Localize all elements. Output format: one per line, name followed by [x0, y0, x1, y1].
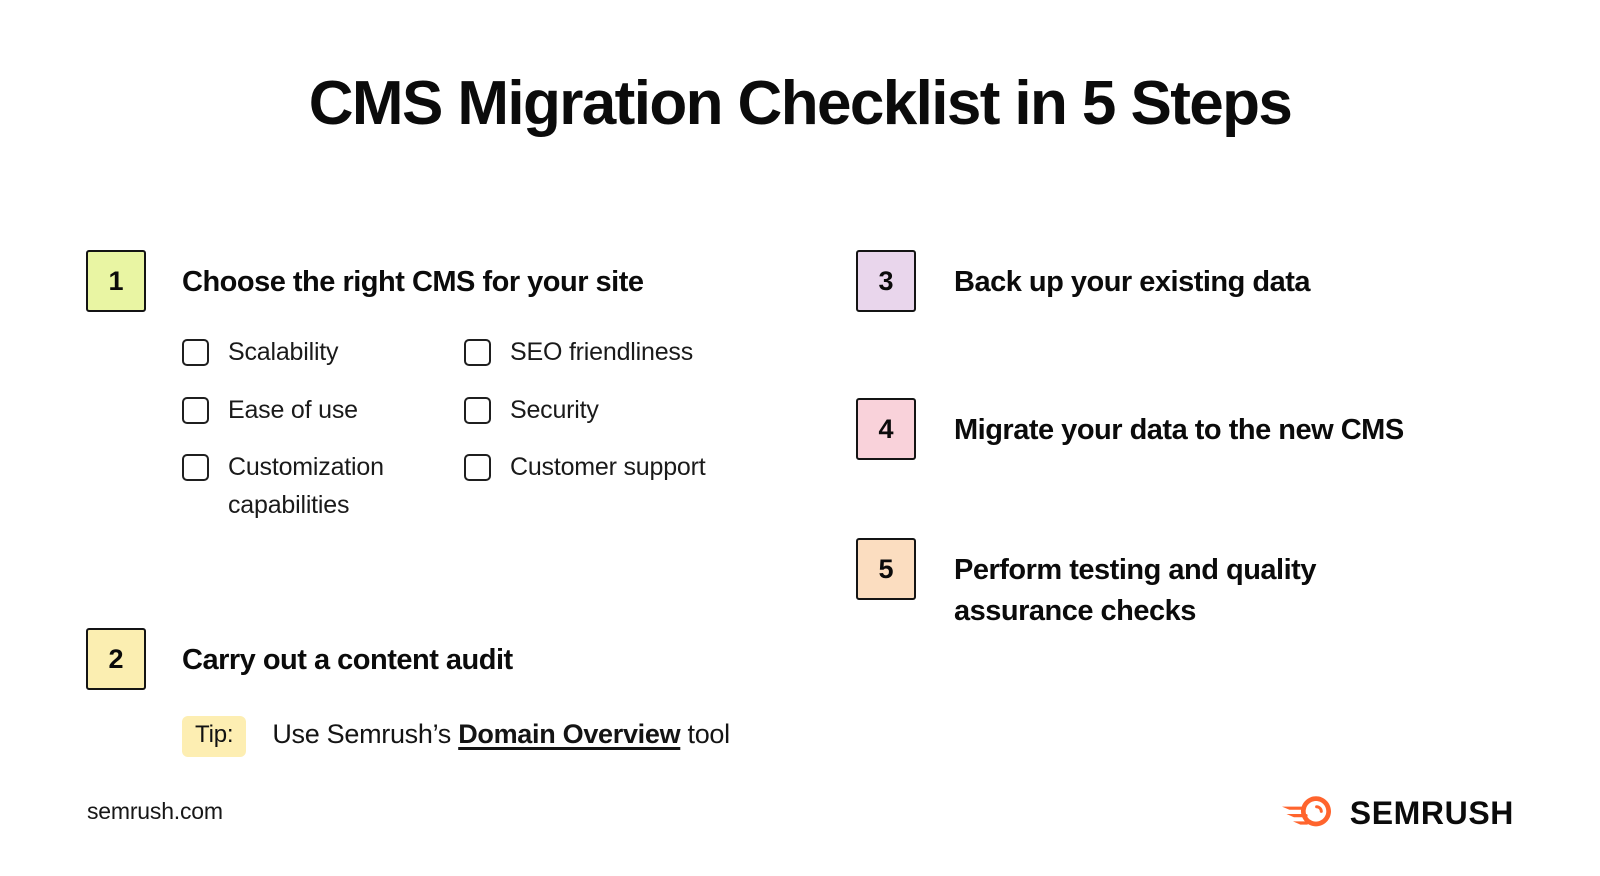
spacer	[856, 460, 1516, 538]
checkbox-item-customization-capabilities[interactable]: Customization capabilities	[182, 449, 464, 524]
step-3-badge: 3	[856, 250, 916, 312]
spacer	[86, 524, 786, 628]
page-title: CMS Migration Checklist in 5 Steps	[308, 69, 1293, 138]
checkbox-label: Security	[510, 395, 599, 424]
checkbox-item-scalability[interactable]: Scalability	[182, 334, 464, 372]
tip-text-after: tool	[680, 719, 730, 749]
semrush-comet-icon	[1281, 796, 1331, 827]
checkbox-item-customer-support[interactable]: Customer support	[464, 449, 746, 524]
step-2-title: Carry out a content audit	[182, 644, 513, 676]
step-2-tip: Tip: Use Semrush’s Domain Overview tool	[182, 716, 786, 757]
checkbox-label: SEO friendliness	[510, 338, 693, 366]
checkbox-item-security[interactable]: Security	[464, 392, 746, 430]
step-3: 3 Back up your existing data	[856, 250, 1516, 312]
step-3-title: Back up your existing data	[954, 266, 1311, 298]
semrush-wordmark: SEMRUSH	[1349, 795, 1514, 831]
checkbox-label: Ease of use	[228, 395, 358, 424]
left-column: 1 Choose the right CMS for your site Sca…	[86, 250, 786, 757]
checkbox-icon[interactable]	[464, 454, 491, 481]
step-1-title: Choose the right CMS for your site	[182, 266, 644, 298]
step-5-title: Perform testing and quality assurance ch…	[954, 554, 1316, 628]
checkbox-icon[interactable]	[182, 454, 209, 481]
checkbox-label: Scalability	[228, 338, 339, 366]
tip-badge: Tip:	[182, 716, 247, 757]
step-2-badge: 2	[86, 628, 146, 690]
step-1-checklist: Scalability SEO friendliness Ease of use…	[182, 334, 786, 524]
step-1-badge: 1	[86, 250, 146, 312]
footer-url[interactable]: semrush.com	[87, 798, 223, 824]
semrush-logo: SEMRUSH	[1281, 793, 1514, 833]
step-5: 5 Perform testing and quality assurance …	[856, 538, 1516, 632]
checkbox-item-ease-of-use[interactable]: Ease of use	[182, 392, 464, 430]
step-1: 1 Choose the right CMS for your site	[86, 250, 786, 312]
domain-overview-link[interactable]: Domain Overview	[458, 719, 681, 749]
tip-text-before: Use Semrush’s	[272, 719, 459, 749]
spacer	[856, 312, 1516, 398]
checkbox-icon[interactable]	[464, 339, 491, 366]
checkbox-icon[interactable]	[182, 339, 209, 366]
checkbox-label: Customization capabilities	[228, 453, 384, 519]
step-4-title: Migrate your data to the new CMS	[954, 414, 1404, 446]
step-2: 2 Carry out a content audit	[86, 628, 786, 690]
tip-text: Use Semrush’s Domain Overview tool	[272, 716, 730, 750]
step-4: 4 Migrate your data to the new CMS	[856, 398, 1516, 460]
checkbox-icon[interactable]	[464, 396, 491, 424]
checkbox-item-seo-friendliness[interactable]: SEO friendliness	[464, 334, 746, 372]
checkbox-icon[interactable]	[182, 396, 209, 424]
step-5-badge: 5	[856, 538, 916, 600]
checkbox-label: Customer support	[510, 453, 706, 481]
right-column: 3 Back up your existing data 4 Migrate y…	[856, 250, 1516, 632]
step-4-badge: 4	[856, 398, 916, 460]
